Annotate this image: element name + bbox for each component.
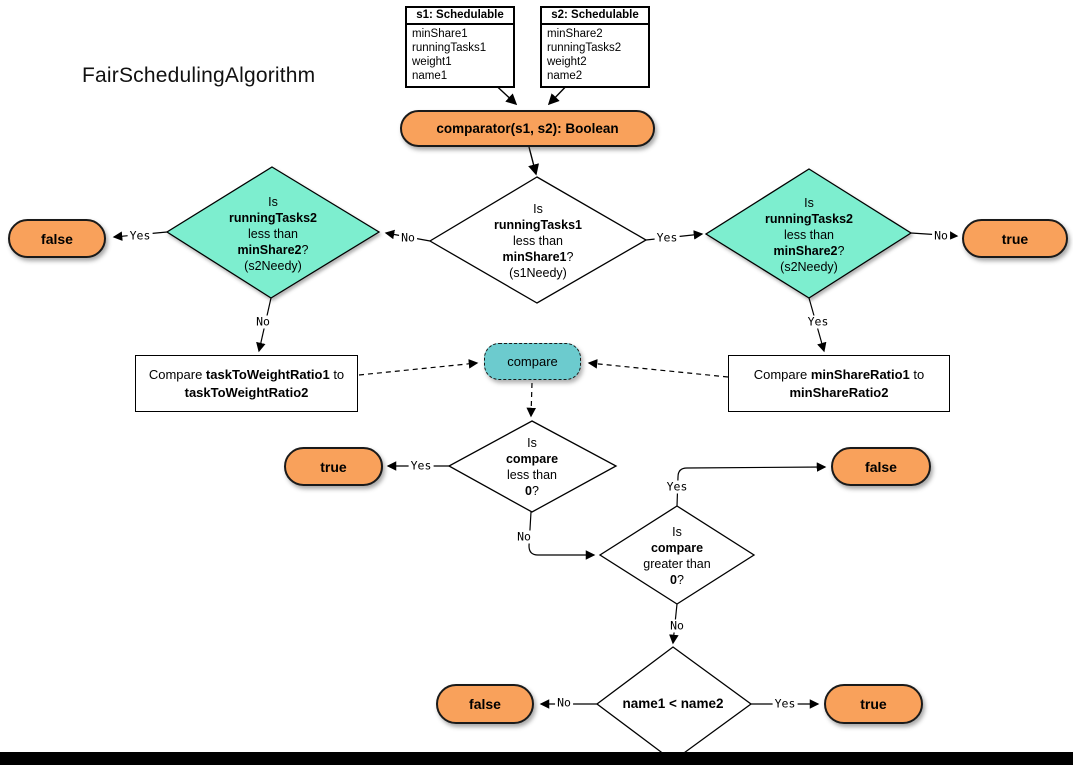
- edge-label-no-left-down: No: [254, 314, 272, 329]
- class-box-s2: s2: Schedulable minShare2 runningTasks2 …: [540, 6, 650, 88]
- decision-s2needy-right-text: Is runningTasks2 less than minShare2? (s…: [765, 196, 853, 274]
- decision-s1needy-text: Is runningTasks1 less than minShare1? (s…: [494, 202, 582, 280]
- process-box-weight-ratio: Compare taskToWeightRatio1 to taskToWeig…: [135, 355, 358, 412]
- result-true-mid: true: [284, 447, 383, 486]
- class-box-s2-header: s2: Schedulable: [542, 8, 648, 25]
- class-field: name2: [547, 70, 583, 82]
- decision-s1needy-shape: [428, 176, 648, 304]
- class-field: weight2: [547, 56, 587, 68]
- process-box-minshare-ratio-text: Compare minShareRatio1 to minShareRatio2: [753, 366, 925, 400]
- edge-label-yes-center-right: Yes: [654, 230, 680, 245]
- edge-label-yes-right-down: Yes: [805, 314, 831, 329]
- decision-compare-lt-text: Is compare less than 0?: [505, 436, 559, 498]
- decision-compare-gt-text: Is compare greater than 0?: [643, 525, 711, 587]
- result-false-bottom: false: [436, 684, 534, 724]
- bottom-bar: [0, 752, 1073, 765]
- edge-label-yes-name: Yes: [772, 696, 798, 711]
- result-false-left: false: [8, 219, 106, 258]
- decision-name-compare-text: name1 < name2: [622, 696, 724, 711]
- edge-label-no-center-left: No: [399, 230, 417, 245]
- class-field: minShare2: [547, 28, 603, 40]
- edge-lt-no-gt: [528, 511, 596, 560]
- edge-comparator-to-s1needy: [528, 146, 540, 176]
- class-field: runningTasks2: [547, 42, 622, 54]
- edge-label-no-right: No: [932, 228, 950, 243]
- page-title: FairSchedulingAlgorithm: [82, 64, 316, 87]
- class-field: name1: [412, 70, 448, 82]
- class-box-s1-fields: minShare1 runningTasks1 weight1 name1: [407, 25, 513, 86]
- comparator-node: comparator(s1, s2): Boolean: [400, 110, 655, 147]
- decision-compare-lt-shape: [447, 420, 618, 513]
- class-box-s1-header: s1: Schedulable: [407, 8, 513, 25]
- class-box-s1: s1: Schedulable minShare1 runningTasks1 …: [405, 6, 515, 88]
- edge-minsharebox-to-compare: [587, 359, 729, 378]
- edge-gt-yes-false: [676, 462, 827, 507]
- result-false-mid: false: [831, 447, 931, 486]
- edge-label-yes-lt: Yes: [408, 458, 434, 473]
- edge-compare-to-lt: [526, 382, 537, 418]
- compare-node: compare: [484, 343, 581, 380]
- class-field: weight1: [412, 56, 452, 68]
- edge-label-no-lt: No: [515, 529, 533, 544]
- edge-label-no-name: No: [555, 695, 573, 710]
- edge-label-yes-left: Yes: [127, 228, 153, 243]
- result-true-bottom: true: [824, 684, 923, 724]
- edge-label-no-gt: No: [668, 618, 686, 633]
- process-box-minshare-ratio: Compare minShareRatio1 to minShareRatio2: [728, 355, 950, 412]
- class-field: minShare1: [412, 28, 468, 40]
- process-box-weight-ratio-text: Compare taskToWeightRatio1 to taskToWeig…: [148, 366, 345, 400]
- decision-s2needy-left-text: Is runningTasks2 less than minShare2? (s…: [229, 195, 317, 273]
- edge-label-yes-gt: Yes: [664, 479, 690, 494]
- result-true-right: true: [962, 219, 1068, 258]
- edge-weightbox-to-compare: [358, 359, 479, 376]
- class-box-s2-fields: minShare2 runningTasks2 weight2 name2: [542, 25, 648, 86]
- class-field: runningTasks1: [412, 42, 487, 54]
